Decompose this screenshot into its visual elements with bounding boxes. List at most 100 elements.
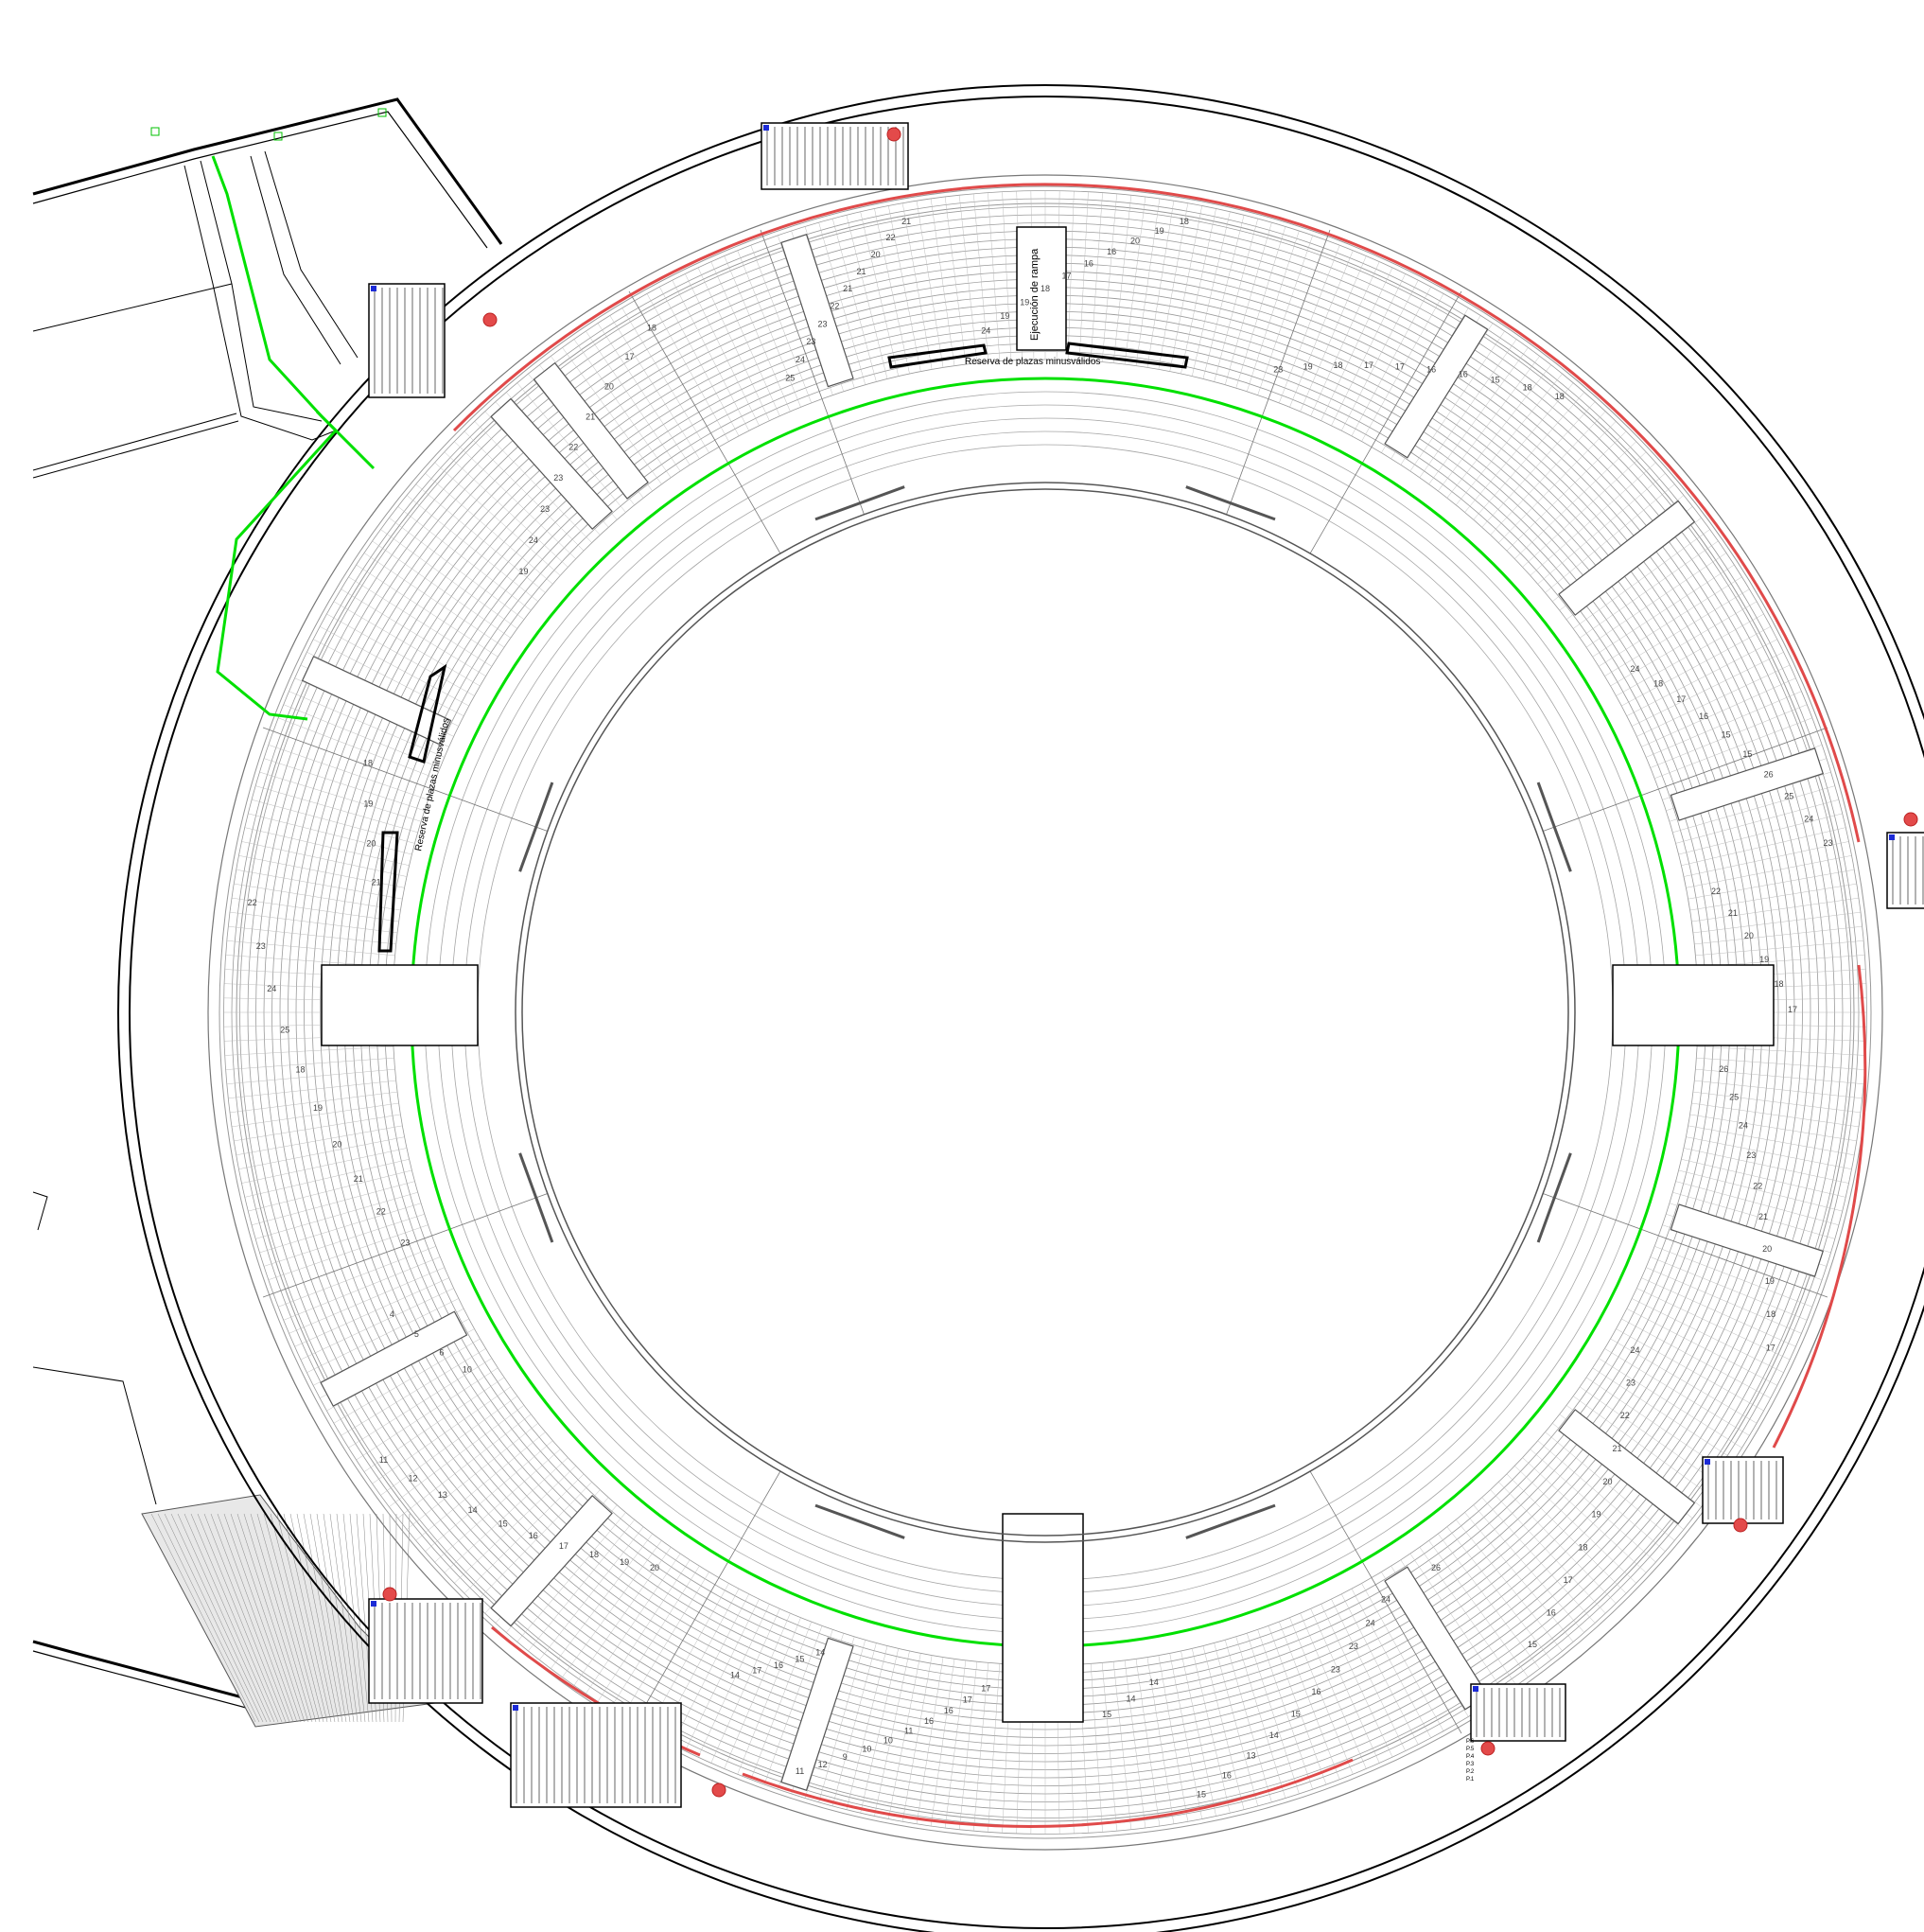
seat-divider: [874, 208, 910, 375]
seat-divider: [551, 1533, 653, 1669]
reserved-seating-boxes: [377, 342, 1189, 953]
row-number: 24: [529, 536, 538, 545]
seat-divider: [1592, 565, 1735, 658]
row-number: 18: [1555, 392, 1565, 401]
seat-divider: [1621, 1318, 1771, 1398]
seat-divider: [226, 1057, 394, 1070]
seat-divider: [397, 1414, 532, 1519]
row-number: 19: [1765, 1276, 1775, 1286]
seat-divider: [621, 307, 709, 453]
seat-divider: [1686, 855, 1852, 888]
seat-divider: [710, 261, 780, 416]
row-number: 21: [1613, 1444, 1622, 1453]
row-number: 16: [774, 1660, 783, 1670]
seat-divider: [238, 855, 405, 888]
seat-divider: [1321, 1604, 1393, 1757]
seat-divider: [1331, 273, 1406, 426]
seat-divider: [415, 1431, 546, 1541]
roof-hatch-line: [190, 1513, 279, 1723]
seat-divider: [1514, 1466, 1636, 1584]
seat-divider: [255, 785, 418, 834]
row-number: 5: [414, 1329, 419, 1339]
row-number: 13: [438, 1490, 447, 1500]
seat-divider: [1310, 261, 1380, 416]
svg-text:P.1: P.1: [1466, 1777, 1475, 1783]
seat-divider: [1246, 1633, 1300, 1794]
row-number: 24: [1381, 1595, 1391, 1605]
seat-divider: [573, 1547, 672, 1686]
row-number: 23: [1273, 364, 1283, 374]
row-number: 16: [1699, 711, 1708, 721]
row-number: 17: [1395, 362, 1405, 372]
seat-divider: [874, 1650, 910, 1817]
seat-divider: [227, 940, 395, 957]
stair-core: [1886, 832, 1924, 909]
grid-axis: [760, 229, 865, 515]
row-number: 18: [1766, 1309, 1775, 1319]
seat-divider: [763, 1625, 823, 1784]
seat-divider: [1300, 1613, 1367, 1769]
seat-divider: [1692, 1091, 1861, 1114]
seat-divider: [1646, 691, 1802, 758]
row-number: 17: [963, 1695, 972, 1704]
seat-divider: [1641, 1277, 1796, 1347]
row-number: 21: [1758, 1212, 1768, 1221]
row-number: 19: [1000, 311, 1009, 321]
roof-hatch-line: [296, 1513, 340, 1723]
corridors: [321, 226, 1775, 1723]
seat-divider: [415, 483, 546, 593]
row-number: 15: [1491, 376, 1500, 385]
row-number: 13: [1246, 1751, 1255, 1761]
row-number: 22: [1711, 887, 1721, 896]
seat-divider: [341, 1348, 486, 1436]
row-number: 24: [1366, 1619, 1375, 1628]
seat-row-ring: [223, 190, 1867, 1835]
extinguisher-icon: [382, 1587, 397, 1602]
row-number: 17: [981, 1683, 990, 1693]
seat-divider: [1279, 245, 1340, 403]
seat-divider: [1686, 1136, 1852, 1169]
row-number: 22: [248, 898, 257, 907]
row-number: 21: [856, 267, 866, 276]
row-number: 20: [1762, 1244, 1772, 1254]
row-number: 12: [818, 1760, 828, 1769]
seat-divider: [1419, 1547, 1517, 1686]
seat-divider: [1514, 441, 1636, 559]
barrier-segments: [518, 485, 1572, 1539]
stair-core: [1702, 1456, 1784, 1524]
seat-divider: [1351, 287, 1431, 436]
seat-divider: [236, 869, 403, 900]
seat-divider: [750, 245, 812, 403]
seat-divider: [1124, 1660, 1146, 1828]
seat-divider: [334, 1338, 481, 1424]
row-number: 10: [883, 1735, 893, 1745]
seat-divider: [973, 194, 989, 362]
seat-divider: [306, 1298, 459, 1373]
seat-divider: [1636, 664, 1790, 737]
extinguisher-icon: [482, 312, 498, 327]
seat-divider: [1694, 926, 1863, 945]
grid-axis: [1309, 290, 1462, 554]
seat-divider: [372, 540, 511, 639]
seat-divider: [646, 293, 729, 442]
row-number: 17: [559, 1541, 568, 1551]
seat-divider: [1580, 1386, 1719, 1484]
seat-divider: [1214, 1642, 1258, 1806]
barrier-segment: [1536, 1152, 1572, 1243]
grid-axis: [1543, 1193, 1828, 1298]
seat-divider: [389, 1405, 525, 1507]
seat-divider: [1696, 1057, 1864, 1070]
barrier-segment: [518, 782, 554, 872]
seat-divider: [586, 331, 681, 472]
seat-divider: [1473, 1504, 1584, 1633]
roof-hatch-line: [210, 1513, 290, 1723]
grid-axis: [628, 290, 781, 554]
seat-divider: [230, 1091, 398, 1114]
reserved-seats-label-north: Reserva de plazas minusválidos: [965, 357, 1100, 367]
seat-divider: [1202, 215, 1245, 379]
seat-divider: [1545, 483, 1675, 593]
row-number: 24: [1631, 1345, 1640, 1355]
seat-divider: [1580, 540, 1719, 639]
roof-hatch-line: [256, 1513, 317, 1723]
